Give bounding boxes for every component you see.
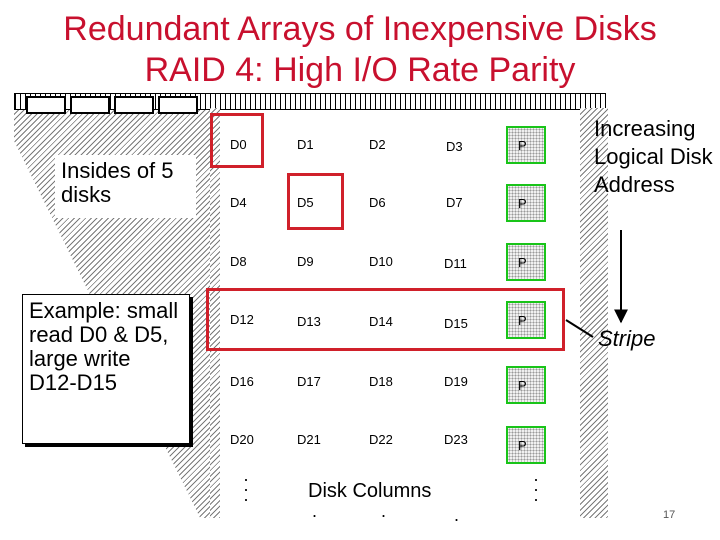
- parity-label: P: [518, 255, 527, 270]
- parity-cell: P: [506, 184, 546, 222]
- parity-label: P: [518, 138, 527, 153]
- block-cell: D7: [446, 195, 463, 210]
- block-cell: D1: [297, 137, 314, 152]
- parity-label: P: [518, 438, 527, 453]
- block-cell: D21: [297, 432, 321, 447]
- parity-cell: P: [506, 301, 546, 339]
- disk-columns-label: Disk Columns: [308, 480, 432, 502]
- block-cell: D13: [297, 314, 321, 329]
- block-cell: D4: [230, 195, 247, 210]
- block-cell: D8: [230, 254, 247, 269]
- parity-cell: P: [506, 126, 546, 164]
- block-cell: D14: [369, 314, 393, 329]
- callout-insides: Insides of 5 disks: [55, 155, 196, 218]
- parity-label: P: [518, 378, 527, 393]
- block-cell: D17: [297, 374, 321, 389]
- block-cell: D2: [369, 137, 386, 152]
- parity-cell: P: [506, 243, 546, 281]
- stripe-pointer-line: [565, 319, 594, 338]
- disk-top-box: [158, 96, 198, 114]
- highlight-stripe-d12-d15: [206, 288, 565, 351]
- callout-insides-text: Insides of 5 disks: [61, 158, 174, 207]
- block-cell: D22: [369, 432, 393, 447]
- disk-panel-hatch-right: [580, 108, 608, 518]
- highlight-d0: [210, 113, 264, 168]
- block-cell: D12: [230, 312, 254, 327]
- slide-title-line1: Redundant Arrays of Inexpensive Disks: [63, 10, 657, 48]
- block-cell: D18: [369, 374, 393, 389]
- highlight-d5: [287, 173, 344, 230]
- block-cell: D10: [369, 254, 393, 269]
- parity-label: P: [518, 313, 527, 328]
- block-cell: D9: [297, 254, 314, 269]
- disk-panel-hatch-edge: [210, 108, 220, 518]
- dot-col2: .: [381, 501, 387, 521]
- ellipsis-col4: ...: [533, 465, 539, 505]
- block-cell: D5: [297, 195, 314, 210]
- stripe-label: Stripe: [598, 326, 656, 351]
- block-cell: D6: [369, 195, 386, 210]
- callout-example: Example: small read D0 & D5, large write…: [22, 294, 190, 444]
- increasing-address-label: Increasing Logical Disk Address: [594, 116, 713, 197]
- disk-top-box: [114, 96, 154, 114]
- block-cell: D15: [444, 316, 468, 331]
- parity-cell: P: [506, 366, 546, 404]
- ellipsis-col0: ...: [243, 465, 249, 505]
- block-cell: D11: [444, 256, 467, 271]
- disk-top-box: [70, 96, 110, 114]
- callout-example-text: Example: small read D0 & D5, large write…: [29, 298, 179, 395]
- block-cell: D3: [446, 139, 463, 154]
- dot-col3: .: [454, 505, 460, 525]
- slide-title-line2: RAID 4: High I/O Rate Parity: [144, 51, 576, 89]
- page-number: 17: [663, 509, 676, 521]
- block-cell: D19: [444, 374, 468, 389]
- dot-col1: .: [312, 501, 318, 521]
- parity-label: P: [518, 196, 527, 211]
- parity-cell: P: [506, 426, 546, 464]
- block-cell: D20: [230, 432, 254, 447]
- disk-top-box: [26, 96, 66, 114]
- block-cell: D16: [230, 374, 254, 389]
- block-cell: D0: [230, 137, 247, 152]
- block-cell: D23: [444, 432, 468, 447]
